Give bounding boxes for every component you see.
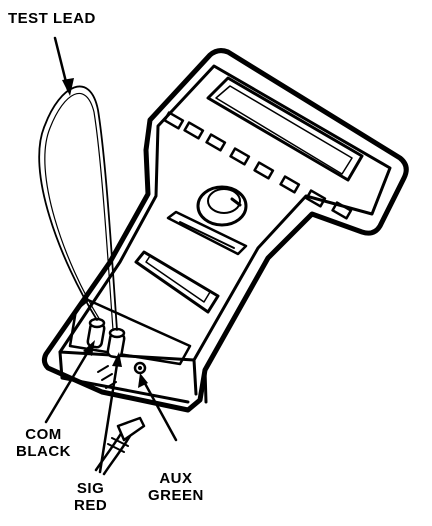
aux-arrowhead	[138, 373, 148, 388]
power-cord	[94, 430, 132, 476]
aux-label-line1: AUX	[159, 470, 193, 487]
com-label: COM BLACK	[16, 426, 71, 460]
display-window	[206, 76, 364, 182]
slide-switch-slot	[179, 221, 235, 249]
aux-label-line2: GREEN	[148, 487, 204, 504]
sig-arrow	[98, 356, 120, 474]
rotary-knob-pointer	[230, 197, 242, 207]
rotary-knob-cap	[207, 188, 241, 214]
test-lead-arrowhead	[62, 78, 74, 96]
lower-panel	[134, 250, 220, 314]
test-lead-cable-inner	[44, 92, 114, 331]
aux-jack-hole	[137, 365, 143, 371]
cord-plug	[116, 416, 146, 442]
rotary-knob	[196, 185, 248, 227]
com-label-line1: COM	[25, 426, 62, 443]
aux-label: AUX GREEN	[148, 470, 204, 504]
com-arrowhead	[83, 340, 95, 356]
lower-panel-inner	[145, 255, 211, 303]
sig-label-line1: SIG	[76, 480, 105, 497]
test-lead-label: TEST LEAD	[8, 10, 96, 27]
sig-arrowhead	[112, 352, 122, 367]
test-lead-cable	[38, 85, 118, 331]
sig-label: SIG RED	[74, 480, 107, 514]
body-side-edge	[58, 350, 208, 404]
display-window-inner	[215, 85, 353, 175]
com-plug	[86, 317, 106, 349]
com-arrow	[44, 343, 94, 424]
aux-arrow	[140, 376, 178, 442]
key-row	[163, 111, 353, 220]
front-face-rim	[58, 64, 392, 362]
com-label-line2: BLACK	[16, 443, 71, 460]
sig-label-line2: RED	[74, 497, 108, 514]
cord-strain-relief	[107, 437, 129, 453]
sig-plug	[106, 327, 126, 359]
slide-switch	[166, 210, 248, 256]
